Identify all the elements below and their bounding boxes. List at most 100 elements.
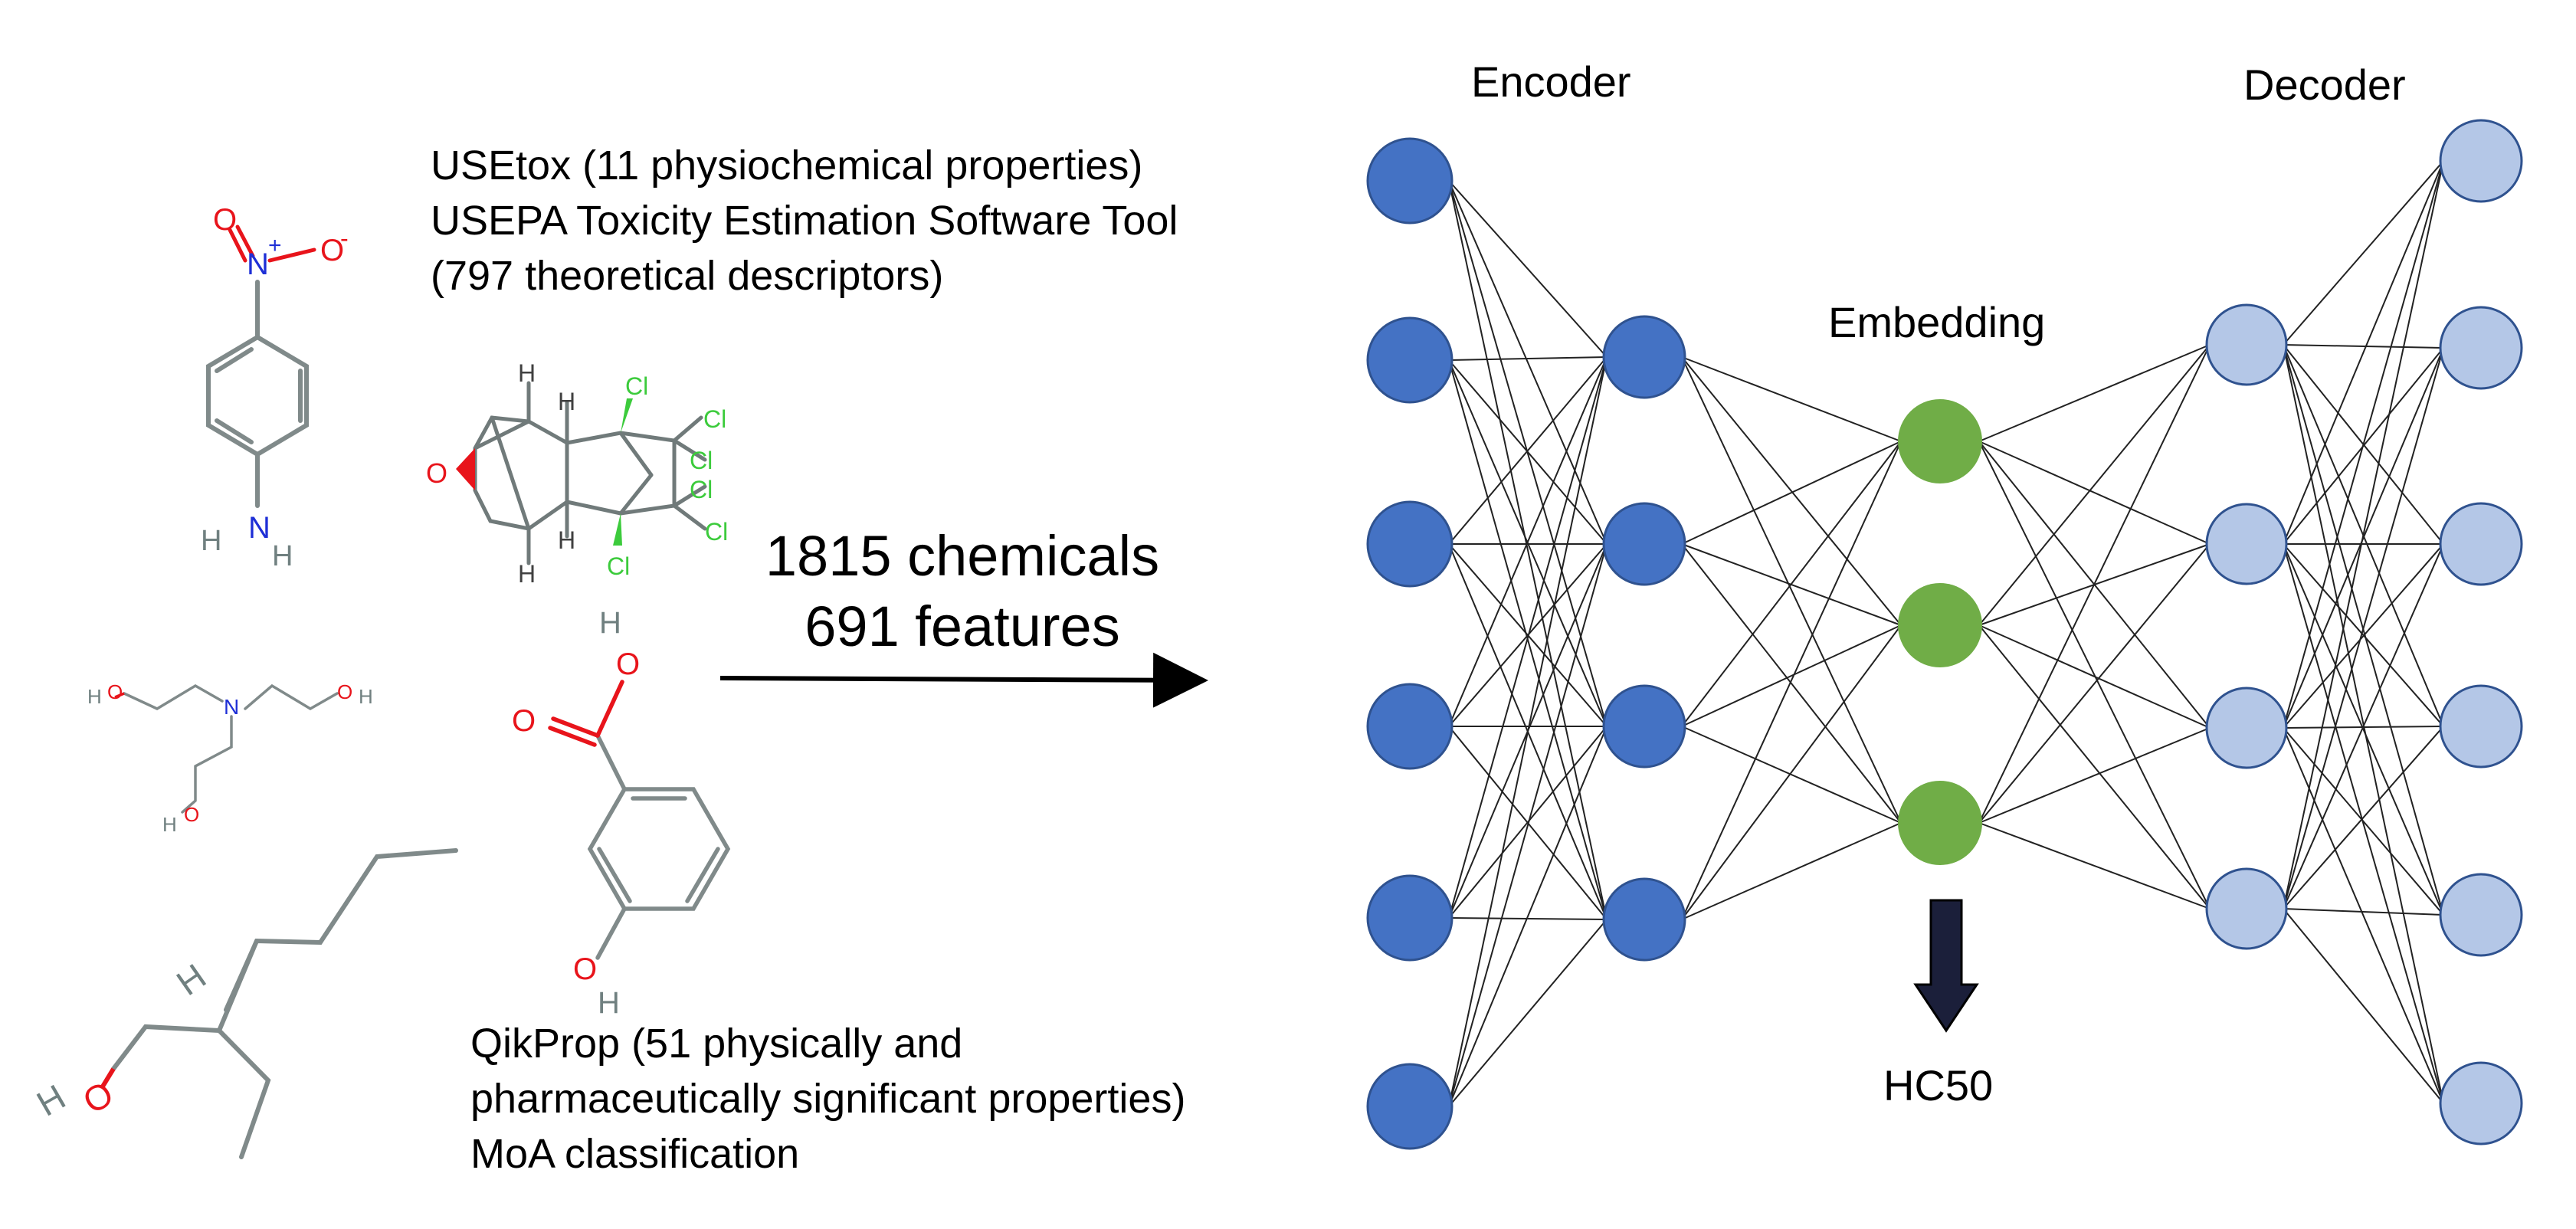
edge-embedding-3-to-decoder-hidden-1: [1978, 344, 2211, 824]
source-usetox: USEtox (11 physiochemical properties): [431, 143, 1143, 188]
edge-encoder-input-1-to-encoder-hidden-4: [1448, 180, 1608, 920]
dieldrin-cl4: Cl: [690, 476, 713, 503]
edge-encoder-hidden-3-to-embedding-1: [1681, 441, 1902, 727]
nitro-nitrogen: N: [247, 247, 269, 281]
encoder-input-node-2: [1366, 316, 1454, 404]
encoder-input-node-5: [1366, 874, 1454, 962]
edge-embedding-2-to-decoder-hidden-3: [1978, 624, 2211, 729]
nitro-oxygen-right: O: [320, 234, 344, 267]
dieldrin-cl2: Cl: [703, 405, 726, 433]
decoder-output-node-6: [2439, 1061, 2523, 1145]
encoder-hidden-node-3: [1602, 684, 1686, 769]
molecule-ethylhexanol: H H O: [30, 848, 458, 1159]
edge-decoder-hidden-2-to-decoder-output-5: [2283, 543, 2444, 916]
source-usepa-test: USEPA Toxicity Estimation Software Tool: [431, 198, 1178, 244]
decoder-label: Decoder: [2243, 61, 2406, 109]
eh-oxygen: O: [76, 1073, 120, 1122]
nitro-oxygen-left: O: [213, 203, 237, 237]
network-nodes: [1366, 119, 2523, 1150]
eh-h-chain: H: [169, 956, 213, 1004]
decoder-hidden-node-3: [2205, 687, 2288, 769]
edge-embedding-3-to-decoder-hidden-4: [1978, 822, 2211, 909]
decoder-hidden-node-2: [2205, 503, 2288, 585]
molecule-triethanolamine: H O N O H O H: [87, 680, 373, 836]
edge-decoder-hidden-3-to-decoder-output-5: [2283, 727, 2444, 916]
dieldrin-cl6: Cl: [607, 552, 630, 580]
dataset-chemicals-count: 1815 chemicals: [765, 524, 1160, 588]
edge-decoder-hidden-1-to-decoder-output-2: [2283, 344, 2444, 349]
encoder-hidden-node-1: [1602, 315, 1686, 399]
encoder-label: Encoder: [1471, 57, 1631, 106]
edge-embedding-1-to-decoder-hidden-2: [1978, 441, 2211, 545]
encoder-input-node-6: [1366, 1063, 1454, 1150]
embedding-label: Embedding: [1828, 298, 2046, 346]
dataset-features-count: 691 features: [805, 595, 1120, 658]
edge-encoder-hidden-1-to-embedding-1: [1681, 356, 1902, 442]
edge-embedding-2-to-decoder-hidden-4: [1978, 624, 2211, 909]
edge-embedding-3-to-decoder-hidden-2: [1978, 543, 2211, 824]
hba-o-hydroxyl: O: [573, 952, 597, 986]
edge-encoder-input-1-to-encoder-hidden-3: [1448, 180, 1608, 727]
molecule-hydroxybenzoic-acid: H O O O H: [512, 606, 731, 1020]
molecule-nitroaniline: O N + O - N H H: [201, 203, 349, 572]
decoder-output-node-1: [2439, 119, 2523, 203]
nitro-charge-minus: -: [340, 224, 349, 252]
edge-decoder-hidden-4-to-decoder-output-3: [2283, 543, 2444, 909]
source-usepa-descriptors: (797 theoretical descriptors): [431, 253, 944, 299]
edge-encoder-hidden-1-to-embedding-2: [1681, 356, 1902, 626]
edge-decoder-hidden-1-to-decoder-output-1: [2283, 160, 2444, 346]
amine-hydrogen-left: H: [201, 525, 221, 557]
tea-h-bottom: H: [162, 813, 177, 836]
network-edges: [1448, 160, 2444, 1107]
dieldrin-oxygen: O: [426, 457, 447, 489]
hba-h-top: H: [599, 606, 621, 640]
edge-encoder-input-1-to-encoder-hidden-1: [1448, 180, 1608, 358]
edge-decoder-hidden-4-to-decoder-output-2: [2283, 347, 2444, 909]
edge-encoder-input-4-to-encoder-hidden-1: [1448, 356, 1608, 727]
decoder-hidden-node-1: [2205, 303, 2288, 386]
embedding-node-1: [1898, 399, 1982, 483]
edge-encoder-input-5-to-encoder-hidden-4: [1448, 917, 1608, 920]
hba-o-carbonyl: O: [512, 704, 536, 738]
edge-encoder-hidden-2-to-embedding-1: [1681, 441, 1902, 545]
edge-encoder-input-6-to-encoder-hidden-3: [1448, 726, 1608, 1107]
edge-embedding-2-to-decoder-hidden-1: [1978, 344, 2211, 626]
edge-encoder-hidden-1-to-embedding-3: [1681, 356, 1902, 824]
amine-hydrogen-right: H: [272, 540, 293, 572]
hba-o-top: O: [616, 647, 640, 681]
decoder-output-node-2: [2439, 306, 2523, 390]
dieldrin-h2: H: [558, 388, 575, 415]
edge-decoder-hidden-4-to-decoder-output-4: [2283, 726, 2444, 909]
tea-h-left: H: [87, 685, 102, 708]
edge-decoder-hidden-3-to-decoder-output-1: [2283, 160, 2444, 729]
edge-embedding-1-to-decoder-hidden-1: [1978, 344, 2211, 442]
tea-h-right: H: [359, 685, 373, 708]
tea-o-left: O: [107, 680, 123, 703]
decoder-hidden-node-4: [2205, 867, 2288, 950]
decoder-output-node-3: [2439, 502, 2523, 586]
edge-encoder-input-5-to-encoder-hidden-1: [1448, 356, 1608, 919]
edge-encoder-input-5-to-encoder-hidden-3: [1448, 726, 1608, 919]
source-moa: MoA classification: [470, 1131, 800, 1177]
edge-decoder-hidden-2-to-decoder-output-6: [2283, 543, 2444, 1104]
tea-o-right: O: [337, 680, 352, 703]
nitro-charge-plus: +: [268, 233, 282, 258]
edge-encoder-input-6-to-encoder-hidden-2: [1448, 543, 1608, 1107]
edge-encoder-input-6-to-encoder-hidden-1: [1448, 356, 1608, 1107]
edge-encoder-hidden-4-to-embedding-2: [1681, 624, 1902, 920]
decoder-output-node-4: [2439, 684, 2523, 769]
edge-decoder-hidden-4-to-decoder-output-1: [2283, 160, 2444, 909]
embedding-node-3: [1898, 781, 1982, 865]
dieldrin-cl3: Cl: [690, 447, 713, 474]
edge-encoder-hidden-3-to-embedding-2: [1681, 624, 1902, 727]
dieldrin-cl5: Cl: [705, 518, 728, 546]
amine-nitrogen: N: [248, 511, 270, 545]
output-hc50-label: HC50: [1883, 1061, 1994, 1109]
encoder-hidden-node-2: [1602, 502, 1686, 586]
tea-nitrogen: N: [224, 695, 239, 719]
eh-h-hydroxyl: H: [30, 1077, 72, 1124]
dataset-arrow: [719, 652, 1208, 708]
edge-decoder-hidden-1-to-decoder-output-6: [2283, 344, 2444, 1104]
decoder-output-node-5: [2439, 873, 2523, 957]
dieldrin-cl1: Cl: [625, 372, 648, 400]
